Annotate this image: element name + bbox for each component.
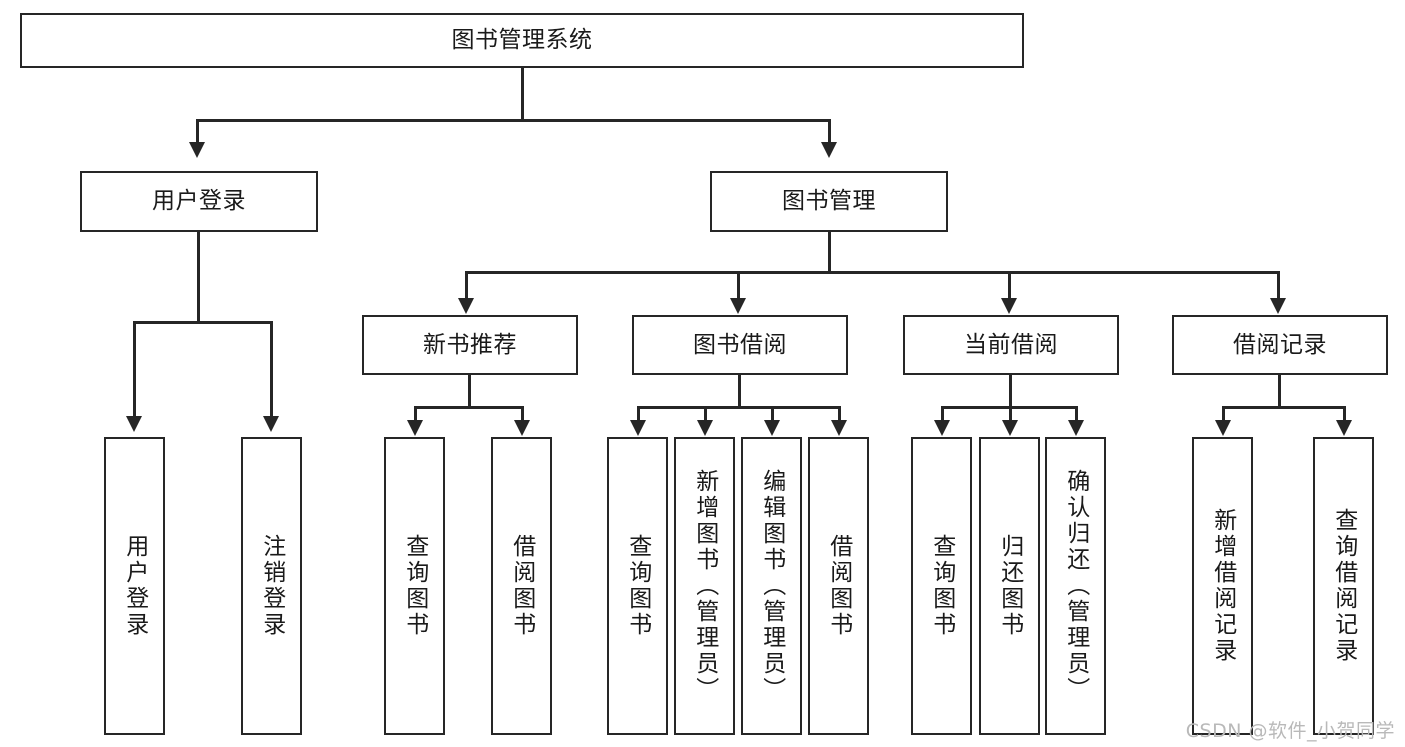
arrowhead-to-leaf-user-login	[126, 416, 142, 432]
node-label: 新增图书（管理员）	[691, 469, 718, 703]
connector-user-login-bus	[133, 321, 273, 324]
connector-book-management-stem	[828, 232, 831, 273]
connector-cb-drop-3	[1075, 406, 1078, 420]
arrowhead-to-leaf-borrow-book-1	[514, 420, 530, 436]
node-label: 图书管理系统	[451, 27, 593, 54]
connector-root-bus	[196, 119, 831, 122]
arrowhead-to-new-book-recommend	[458, 298, 474, 314]
node-label: 注销登录	[258, 534, 285, 638]
node-label: 图书管理	[782, 188, 876, 215]
arrowhead-to-leaf-confirm-return	[1068, 420, 1084, 436]
node-label: 当前借阅	[964, 331, 1058, 358]
connector-user-login-drop-2	[270, 321, 273, 416]
arrowhead-to-leaf-query-book-2	[630, 420, 646, 436]
node-book-borrow[interactable]: 图书借阅	[632, 315, 848, 375]
node-label: 新书推荐	[423, 331, 517, 358]
leaf-query-record[interactable]: 查询借阅记录	[1313, 437, 1374, 735]
node-label: 新增借阅记录	[1209, 508, 1236, 664]
connector-bb-drop-1	[637, 406, 640, 420]
leaf-return-book[interactable]: 归还图书	[979, 437, 1040, 735]
arrowhead-to-leaf-return-book	[1002, 420, 1018, 436]
node-book-management[interactable]: 图书管理	[710, 171, 948, 232]
connector-bm-drop-1	[465, 271, 468, 298]
node-label: 查询图书	[624, 534, 651, 638]
arrowhead-to-book-borrow	[730, 298, 746, 314]
connector-cb-stem	[1009, 375, 1012, 408]
leaf-add-book[interactable]: 新增图书（管理员）	[674, 437, 735, 735]
node-label: 查询图书	[928, 534, 955, 638]
node-user-login[interactable]: 用户登录	[80, 171, 318, 232]
connector-bb-drop-4	[838, 406, 841, 420]
node-label: 编辑图书（管理员）	[758, 469, 785, 703]
connector-nbr-drop-2	[521, 406, 524, 420]
arrowhead-to-leaf-query-book-3	[934, 420, 950, 436]
node-label: 归还图书	[996, 534, 1023, 638]
arrowhead-to-leaf-logout-login	[263, 416, 279, 432]
connector-bb-stem	[738, 375, 741, 408]
node-current-borrow[interactable]: 当前借阅	[903, 315, 1119, 375]
connector-nbr-bus	[414, 406, 524, 409]
arrowhead-to-leaf-query-book-1	[407, 420, 423, 436]
node-label: 图书借阅	[693, 331, 787, 358]
leaf-query-book-3[interactable]: 查询图书	[911, 437, 972, 735]
node-borrow-record[interactable]: 借阅记录	[1172, 315, 1388, 375]
connector-br-stem	[1278, 375, 1281, 408]
arrowhead-to-leaf-edit-book	[764, 420, 780, 436]
leaf-edit-book[interactable]: 编辑图书（管理员）	[741, 437, 802, 735]
arrowhead-to-book-management	[821, 142, 837, 158]
connector-cb-drop-1	[941, 406, 944, 420]
arrowhead-to-leaf-query-record	[1336, 420, 1352, 436]
connector-bm-drop-2	[737, 271, 740, 298]
node-label: 借阅记录	[1233, 331, 1327, 358]
node-label: 确认归还（管理员）	[1062, 469, 1089, 703]
leaf-user-login[interactable]: 用户登录	[104, 437, 165, 735]
connector-br-drop-2	[1343, 406, 1346, 420]
connector-cb-drop-2	[1009, 406, 1012, 420]
node-label: 借阅图书	[508, 534, 535, 638]
connector-book-management-bus	[465, 271, 1280, 274]
connector-bm-drop-3	[1008, 271, 1011, 298]
node-label: 查询图书	[401, 534, 428, 638]
arrowhead-to-borrow-record	[1270, 298, 1286, 314]
connector-user-login-stem	[197, 232, 200, 323]
connector-br-drop-1	[1222, 406, 1225, 420]
connector-nbr-drop-1	[414, 406, 417, 420]
connector-br-bus	[1222, 406, 1346, 409]
arrowhead-to-leaf-add-record	[1215, 420, 1231, 436]
node-new-book-recommend[interactable]: 新书推荐	[362, 315, 578, 375]
leaf-borrow-book-1[interactable]: 借阅图书	[491, 437, 552, 735]
leaf-query-book-1[interactable]: 查询图书	[384, 437, 445, 735]
leaf-borrow-book-2[interactable]: 借阅图书	[808, 437, 869, 735]
connector-bb-drop-3	[771, 406, 774, 420]
arrowhead-to-current-borrow	[1001, 298, 1017, 314]
node-label: 用户登录	[152, 188, 246, 215]
connector-bb-drop-2	[704, 406, 707, 420]
node-book-management-system[interactable]: 图书管理系统	[20, 13, 1024, 68]
arrowhead-to-user-login	[189, 142, 205, 158]
arrowhead-to-leaf-borrow-book-2	[831, 420, 847, 436]
leaf-logout-login[interactable]: 注销登录	[241, 437, 302, 735]
node-label: 用户登录	[121, 534, 148, 638]
connector-nbr-stem	[468, 375, 471, 408]
arrowhead-to-leaf-add-book	[697, 420, 713, 436]
connector-user-login-drop-1	[133, 321, 136, 416]
leaf-confirm-return[interactable]: 确认归还（管理员）	[1045, 437, 1106, 735]
connector-bb-bus	[637, 406, 841, 409]
leaf-add-record[interactable]: 新增借阅记录	[1192, 437, 1253, 735]
connector-bm-drop-4	[1277, 271, 1280, 298]
node-label: 借阅图书	[825, 534, 852, 638]
connector-root-stem	[521, 68, 524, 121]
connector-root-drop-right	[828, 119, 831, 142]
leaf-query-book-2[interactable]: 查询图书	[607, 437, 668, 735]
node-label: 查询借阅记录	[1330, 508, 1357, 664]
connector-root-drop-left	[196, 119, 199, 142]
